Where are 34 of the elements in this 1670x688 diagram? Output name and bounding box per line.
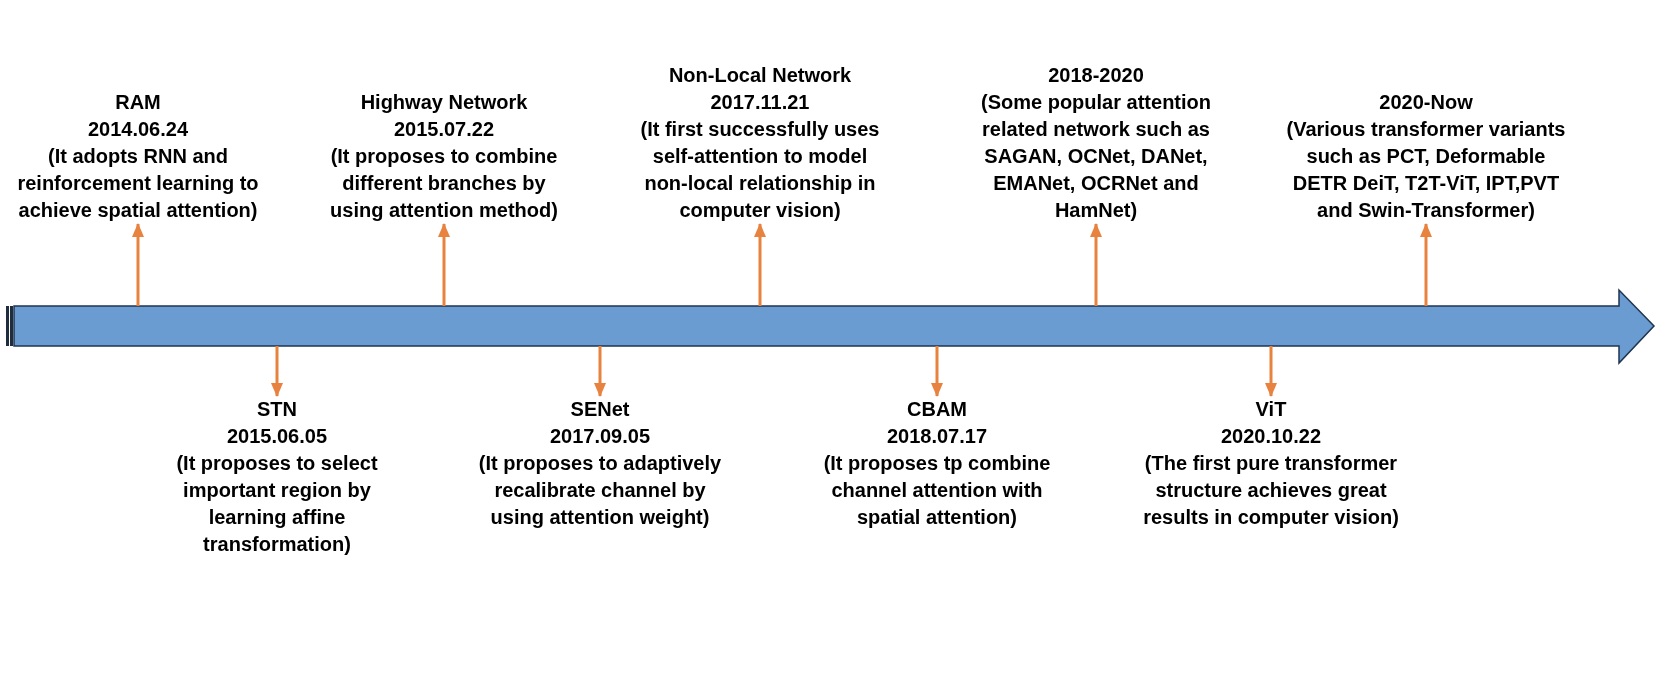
arrow	[438, 223, 450, 306]
arrow	[271, 346, 283, 397]
arrow	[1090, 223, 1102, 306]
event-title: ViT	[1255, 397, 1287, 422]
arrow	[1420, 223, 1432, 306]
event-title: STN	[257, 397, 297, 422]
event-title: CBAM	[907, 397, 967, 422]
event-title: 2018-2020	[1048, 63, 1144, 88]
event-description: (The first pure transformer structure achieves great results in computer vision)	[1142, 451, 1400, 530]
event-date: 2015.06.05	[226, 424, 328, 449]
event-date: 2014.06.24	[87, 117, 189, 142]
arrow	[132, 223, 144, 306]
event-date: 2017.11.21	[710, 90, 810, 115]
event-title: Highway Network	[360, 90, 528, 115]
event-title: SENet	[570, 397, 630, 422]
arrow	[754, 223, 766, 306]
event-description: (It first successfully uses self-attention to model non-local relationship in computer vision)	[639, 117, 881, 223]
event-title: RAM	[115, 90, 161, 115]
event-date: 2020.10.22	[1220, 424, 1322, 449]
event-date: 2017.09.05	[549, 424, 651, 449]
event-description: (It proposes to select important region by learning affine transformation)	[175, 451, 379, 557]
arrow	[931, 346, 943, 397]
event-title: Non-Local Network	[668, 63, 852, 88]
event-description: (It proposes tp combine channel attention with spatial attention)	[822, 451, 1052, 530]
event-description: (It proposes to adaptively recalibrate channel by using attention weight)	[477, 451, 723, 530]
event-date: 2015.07.22	[393, 117, 495, 142]
event-description: (Some popular attention related network such as SAGAN, OCNet, DANet, EMANet, OCRNet and HamNet)	[980, 90, 1212, 223]
arrow	[1265, 346, 1277, 397]
event-description: (It adopts RNN and reinforcement learning to achieve spatial attention)	[16, 144, 260, 223]
event-description: (It proposes to combine different branches by using attention method)	[329, 144, 559, 223]
event-description: (Various transformer variants such as PCT, Deformable DETR DeiT, T2T-ViT, IPT,PVT and Swin-Transformer)	[1285, 117, 1567, 223]
event-date: 2018.07.17	[886, 424, 988, 449]
event-title: 2020-Now	[1379, 90, 1473, 115]
arrow	[594, 346, 606, 397]
